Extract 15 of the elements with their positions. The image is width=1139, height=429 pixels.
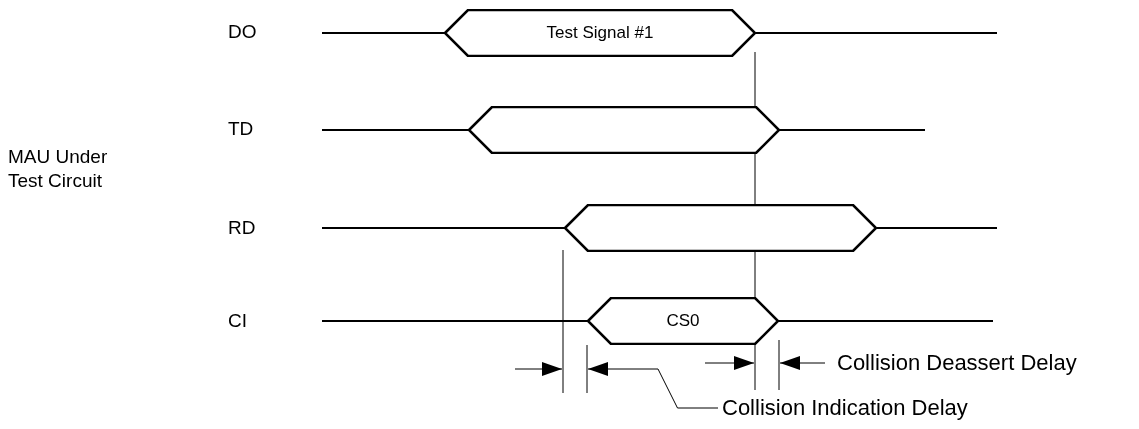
signal-name: DO (228, 20, 257, 44)
bus-label: CS0 (666, 310, 700, 333)
signal-name: CI (228, 309, 247, 333)
dimension-arrow (587, 362, 636, 376)
circuit-label: MAU Under Test Circuit (8, 145, 108, 193)
signal-name: TD (228, 117, 254, 141)
annotation-text: Collision Indication Delay (722, 396, 968, 420)
leader-line (634, 368, 719, 409)
signal-name: RD (228, 216, 256, 240)
annotation-text: Collision Deassert Delay (837, 351, 1077, 375)
bus-label: Test Signal #1 (546, 22, 654, 45)
bus-hexagon (587, 297, 779, 345)
bus-hexagon (468, 106, 780, 154)
bus-hexagon (564, 204, 877, 252)
bus-hexagon (444, 9, 756, 57)
